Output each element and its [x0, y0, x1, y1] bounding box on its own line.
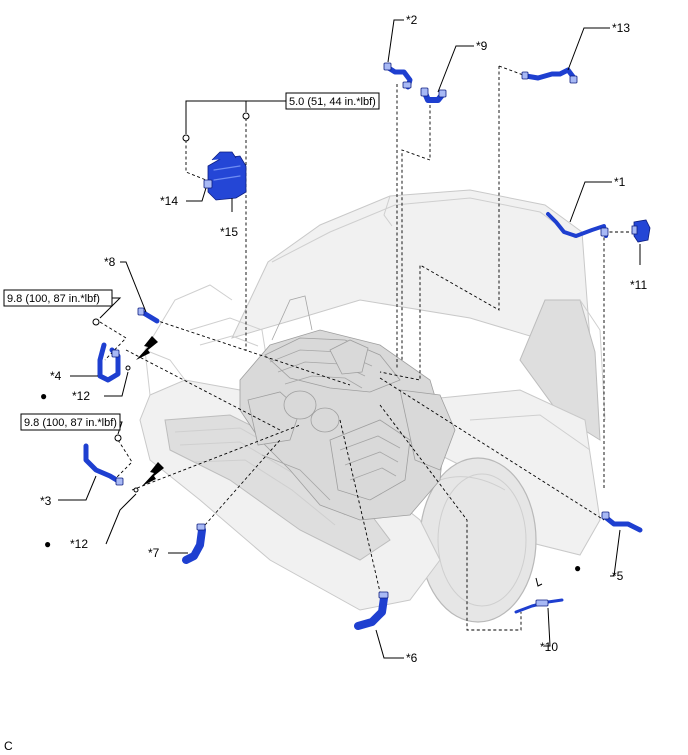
label-part-10: *10 [540, 640, 558, 654]
label-part-6: *6 [406, 651, 418, 665]
bullet-mark: ● [44, 537, 51, 551]
part-9-hose [420, 87, 447, 103]
part-4-hose [97, 342, 121, 383]
bullet-mark: ● [574, 561, 581, 575]
part-11-component [631, 219, 651, 243]
label-part-3: *3 [40, 494, 52, 508]
part-15-reservoir-tank [207, 151, 247, 201]
torque-text-t1: 5.0 (51, 44 in.*lbf) [289, 96, 376, 108]
part-6-hose [354, 591, 389, 630]
label-part-5: *5 [612, 569, 624, 583]
torque-spec-t1: 5.0 (51, 44 in.*lbf) [285, 92, 380, 110]
arrow-icon [136, 336, 158, 360]
part-13-hose [521, 67, 578, 84]
torque-text-t3: 9.8 (100, 87 in.*lbf) [24, 417, 117, 429]
vehicle-illustration [139, 189, 606, 623]
torque-spec-t2: 9.8 (100, 87 in.*lbf) [3, 289, 113, 307]
label-part-4: *4 [50, 369, 62, 383]
label-part-11: *11 [630, 278, 647, 292]
label-part-2: *2 [406, 13, 418, 27]
bolt-icon [92, 318, 100, 326]
part-14-clip [203, 179, 213, 189]
bolt-icon [182, 134, 190, 142]
part-7-hose [182, 523, 206, 564]
highlighted-parts [83, 62, 651, 630]
label-part-12a: *12 [72, 389, 90, 403]
label-part-13: *13 [612, 21, 630, 35]
arrow-icon [142, 462, 164, 486]
figure-code: C [4, 739, 13, 753]
bolt-icon [133, 487, 139, 493]
label-part-9: *9 [476, 39, 488, 53]
label-part-8: *8 [104, 255, 116, 269]
bolt-icon [114, 434, 122, 442]
label-part-15: *15 [220, 225, 238, 239]
torque-text-t2: 9.8 (100, 87 in.*lbf) [7, 293, 100, 305]
engine-assembly [239, 295, 456, 521]
part-1-hose [546, 212, 609, 238]
assembly-guide-lines [99, 65, 636, 631]
label-part-14: *14 [160, 194, 178, 208]
part-8-hose [137, 307, 160, 324]
label-part-12b: *12 [70, 537, 88, 551]
part-5-hose [601, 511, 643, 533]
leader-lines [58, 19, 641, 659]
bullet-mark: ● [40, 389, 47, 403]
part-2-hose [383, 62, 413, 90]
bolt-icon [242, 112, 250, 120]
label-part-1: *1 [614, 175, 626, 189]
bolt-icon [125, 365, 131, 371]
part-10-hose [514, 577, 564, 614]
label-part-7: *7 [148, 546, 160, 560]
torque-spec-t3: 9.8 (100, 87 in.*lbf) [20, 413, 121, 431]
part-labels: *2 *9 *13 *1 *11 *14 *15 *8 *4 *12 *3 *1… [40, 13, 647, 665]
part-3-hose [83, 443, 124, 486]
